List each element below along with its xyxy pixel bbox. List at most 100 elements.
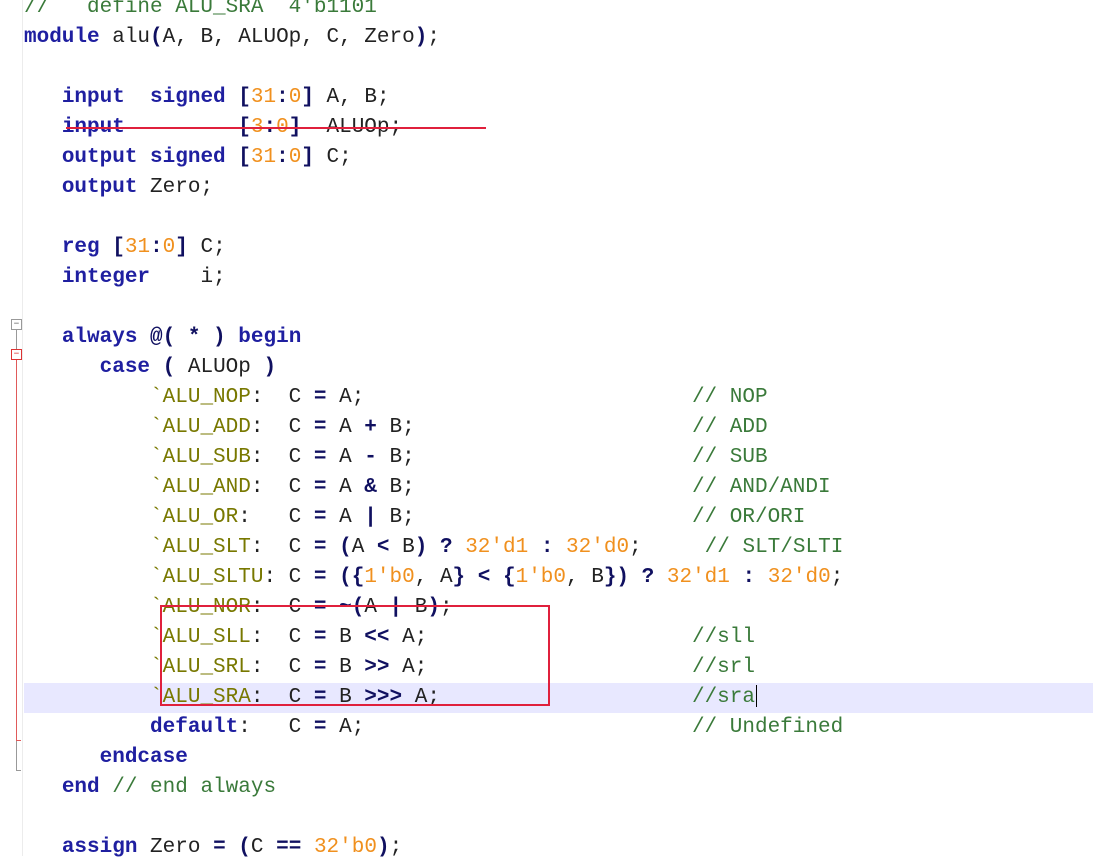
code-token-id: ;	[439, 596, 453, 619]
code-line[interactable]: `ALU_SRA: C = B >>> A; //sra	[24, 683, 1093, 713]
code-token-id: B	[402, 596, 428, 619]
code-token-id: : C	[250, 596, 314, 619]
code-token-mac: `ALU_SRL	[150, 656, 251, 679]
code-line[interactable]: default: C = A; // Undefined	[24, 713, 1093, 743]
code-token-id: A;	[389, 626, 692, 649]
code-token-num: 32'd0	[566, 536, 630, 559]
code-token-id	[730, 566, 743, 589]
code-token-id	[24, 236, 62, 259]
code-token-mac: `ALU_NOP	[150, 386, 251, 409]
code-token-id	[528, 536, 541, 559]
code-token-id: , A	[414, 566, 453, 589]
code-token-op: =	[313, 386, 327, 409]
code-token-id	[137, 146, 150, 169]
code-token-id	[490, 566, 503, 589]
code-token-id	[654, 566, 667, 589]
code-token-op: )	[376, 836, 390, 859]
code-line[interactable]: `ALU_SRL: C = B >> A; //srl	[24, 653, 1093, 683]
code-token-id: B;	[376, 506, 692, 529]
code-line[interactable]	[24, 803, 1093, 833]
code-token-id	[24, 776, 62, 799]
code-token-op: ]	[301, 86, 314, 109]
code-token-cmt: // `define ALU_SRA 4'b1101	[24, 0, 377, 19]
code-line[interactable]: output Zero;	[24, 173, 1093, 203]
code-token-op: =	[313, 476, 327, 499]
code-line[interactable]: `ALU_SLT: C = (A < B) ? 32'd1 : 32'd0; /…	[24, 533, 1093, 563]
code-token-id: ;	[629, 536, 705, 559]
code-token-id	[24, 476, 150, 499]
code-line[interactable]: module alu(A, B, ALUOp, C, Zero);	[24, 23, 1093, 53]
code-token-id	[24, 746, 100, 769]
code-line[interactable]: `ALU_OR: C = A | B; // OR/ORI	[24, 503, 1093, 533]
code-line[interactable]	[24, 203, 1093, 233]
code-token-id: : C	[250, 686, 314, 709]
code-token-op: :	[150, 236, 163, 259]
code-token-cmt: // AND/ANDI	[691, 476, 831, 499]
code-token-kw: output	[61, 176, 138, 199]
code-token-id: A	[364, 596, 390, 619]
code-line[interactable]	[24, 53, 1093, 83]
code-token-op: ~(	[339, 596, 365, 619]
annotation-underline-aluop	[66, 127, 486, 129]
code-token-op: (	[150, 26, 163, 49]
code-token-id: B;	[376, 416, 692, 439]
code-token-id	[137, 326, 150, 349]
code-token-num: 31	[250, 86, 277, 109]
code-token-kw: signed	[150, 86, 226, 109]
code-token-id	[24, 146, 62, 169]
code-line[interactable]: `ALU_SLTU: C = ({1'b0, A} < {1'b0, B}) ?…	[24, 563, 1093, 593]
code-line[interactable]: assign Zero = (C == 32'b0);	[24, 833, 1093, 863]
code-line[interactable]: `ALU_NOR: C = ~(A | B);	[24, 593, 1093, 623]
code-token-id: A, B;	[313, 86, 390, 109]
code-token-cmt: // NOP	[691, 386, 768, 409]
code-line[interactable]: `ALU_NOP: C = A; // NOP	[24, 383, 1093, 413]
code-token-op: =	[213, 836, 226, 859]
code-token-op: (	[238, 836, 251, 859]
code-token-id	[24, 656, 150, 679]
code-token-id: A	[326, 476, 365, 499]
code-token-id: : C	[250, 476, 314, 499]
code-line[interactable]: // `define ALU_SRA 4'b1101	[24, 0, 1093, 23]
code-line[interactable]: endcase	[24, 743, 1093, 773]
code-token-mac: `ALU_OR	[150, 506, 239, 529]
code-line[interactable]: output signed [31:0] C;	[24, 143, 1093, 173]
code-line[interactable]: always @( * ) begin	[24, 323, 1093, 353]
code-token-kw: always	[61, 326, 138, 349]
code-line[interactable]	[24, 293, 1093, 323]
fold-toggle-case[interactable]: −	[11, 349, 22, 360]
code-line[interactable]: reg [31:0] C;	[24, 233, 1093, 263]
code-token-kw: assign	[61, 836, 138, 859]
code-token-op: )	[414, 26, 428, 49]
code-line[interactable]: case ( ALUOp )	[24, 353, 1093, 383]
code-token-mac: `ALU_SLT	[150, 536, 251, 559]
code-token-id	[24, 716, 150, 739]
code-token-mac: `ALU_ADD	[150, 416, 251, 439]
code-token-id	[24, 506, 150, 529]
code-token-id	[24, 446, 150, 469]
code-token-id: : C	[250, 446, 314, 469]
code-line[interactable]: `ALU_AND: C = A & B; // AND/ANDI	[24, 473, 1093, 503]
fold-toggle-always[interactable]: −	[11, 319, 22, 330]
annotation-box-shift-ops	[160, 605, 550, 706]
code-token-id: Zero	[137, 836, 214, 859]
code-line[interactable]: end // end always	[24, 773, 1093, 803]
code-line[interactable]: integer i;	[24, 263, 1093, 293]
code-token-id: ;	[830, 566, 844, 589]
code-line[interactable]: `ALU_ADD: C = A + B; // ADD	[24, 413, 1093, 443]
code-token-id	[24, 386, 150, 409]
code-token-op: }	[452, 566, 466, 589]
code-token-kw: input	[61, 86, 125, 109]
code-token-op: :	[276, 146, 289, 169]
code-editor[interactable]: // `define ALU_SRA 4'b1101 module alu(A, …	[24, 0, 1093, 859]
code-token-op: =	[313, 596, 327, 619]
code-line[interactable]: `ALU_SUB: C = A - B; // SUB	[24, 443, 1093, 473]
code-token-id: C	[250, 836, 277, 859]
code-line[interactable]: input signed [31:0] A, B;	[24, 83, 1093, 113]
code-token-op: &	[364, 476, 377, 499]
code-line[interactable]: `ALU_SLL: C = B << A; //sll	[24, 623, 1093, 653]
code-token-cmt: // Undefined	[691, 716, 844, 739]
code-token-op: =	[313, 626, 327, 649]
code-token-op: @( * )	[150, 326, 226, 349]
code-token-op: )	[414, 536, 428, 559]
code-token-mac: `ALU_SRA	[150, 686, 251, 709]
